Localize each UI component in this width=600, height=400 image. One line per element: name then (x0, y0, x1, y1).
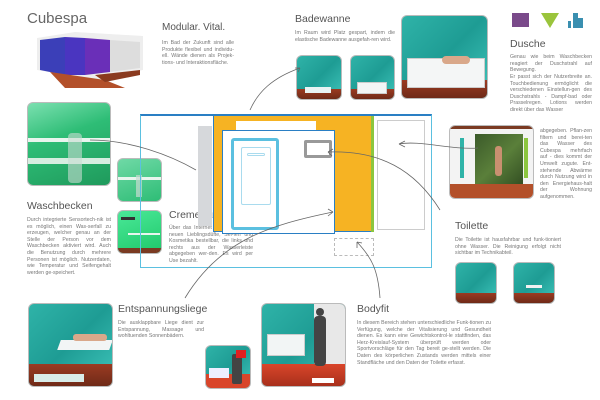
modular-text: Im Bad der Zukunft sind alle Produkte fl… (162, 40, 234, 66)
badewanne-text: Im Raum wird Platz gespart, indem die el… (295, 30, 395, 43)
cremebar-image (117, 210, 162, 254)
toilette-image-1 (455, 262, 497, 304)
floorplan-grey-wall (198, 126, 212, 226)
dusche-text-3: abgegeben. Pflan-zen filtern und berei-t… (540, 128, 592, 200)
dusche-text-1: Genau wie beim Waschbecken reagiert der … (510, 54, 592, 74)
bodyfit-heading: Bodyfit (357, 303, 390, 315)
dusche-text-2: Er passt sich der Nutzerbreite an. Touch… (510, 74, 592, 113)
cubespa-render (35, 30, 145, 88)
badewanne-heading: Badewanne (295, 13, 351, 25)
logo-purple-square (512, 13, 529, 27)
floorplan-top-white (236, 121, 316, 131)
waschbecken-text: Durch integrierte Sensortech-nik ist es … (27, 217, 111, 276)
waschbecken-image-large (27, 102, 111, 186)
toilette-image-2 (513, 262, 555, 304)
dusche-heading: Dusche (510, 38, 546, 50)
bodyfit-text: In diesem Bereich stehen unterschiedlich… (357, 320, 491, 366)
badewanne-image-2 (350, 55, 395, 100)
page-title: Cubespa (27, 10, 88, 27)
entspannungsliege-image-small (205, 345, 251, 389)
entspannungsliege-image (28, 303, 113, 387)
bodyfit-image (261, 303, 346, 387)
logo (512, 13, 590, 29)
toilette-text: Die Toilette ist hausfahrbar und funk-ti… (455, 237, 561, 257)
badewanne-image-3 (401, 15, 488, 99)
floorplan-shower-panel (377, 120, 425, 230)
floorplan-green-strip (371, 116, 374, 232)
floorplan-bodyfit-area (334, 238, 374, 256)
dusche-image (449, 125, 534, 199)
toilette-heading: Toilette (455, 220, 489, 232)
floorplan-bathtub (231, 138, 279, 230)
floorplan (140, 114, 432, 268)
entspannungsliege-heading: Entspannungsliege (118, 303, 208, 315)
waschbecken-heading: Waschbecken (27, 200, 93, 212)
logo-green-v (541, 13, 559, 28)
modular-heading: Modular. Vital. (162, 22, 226, 33)
floorplan-toilet-box (304, 140, 332, 158)
badewanne-image-1 (296, 55, 342, 100)
entspannungsliege-text: Die ausklappbare Liege dient zur Entspan… (118, 320, 204, 340)
